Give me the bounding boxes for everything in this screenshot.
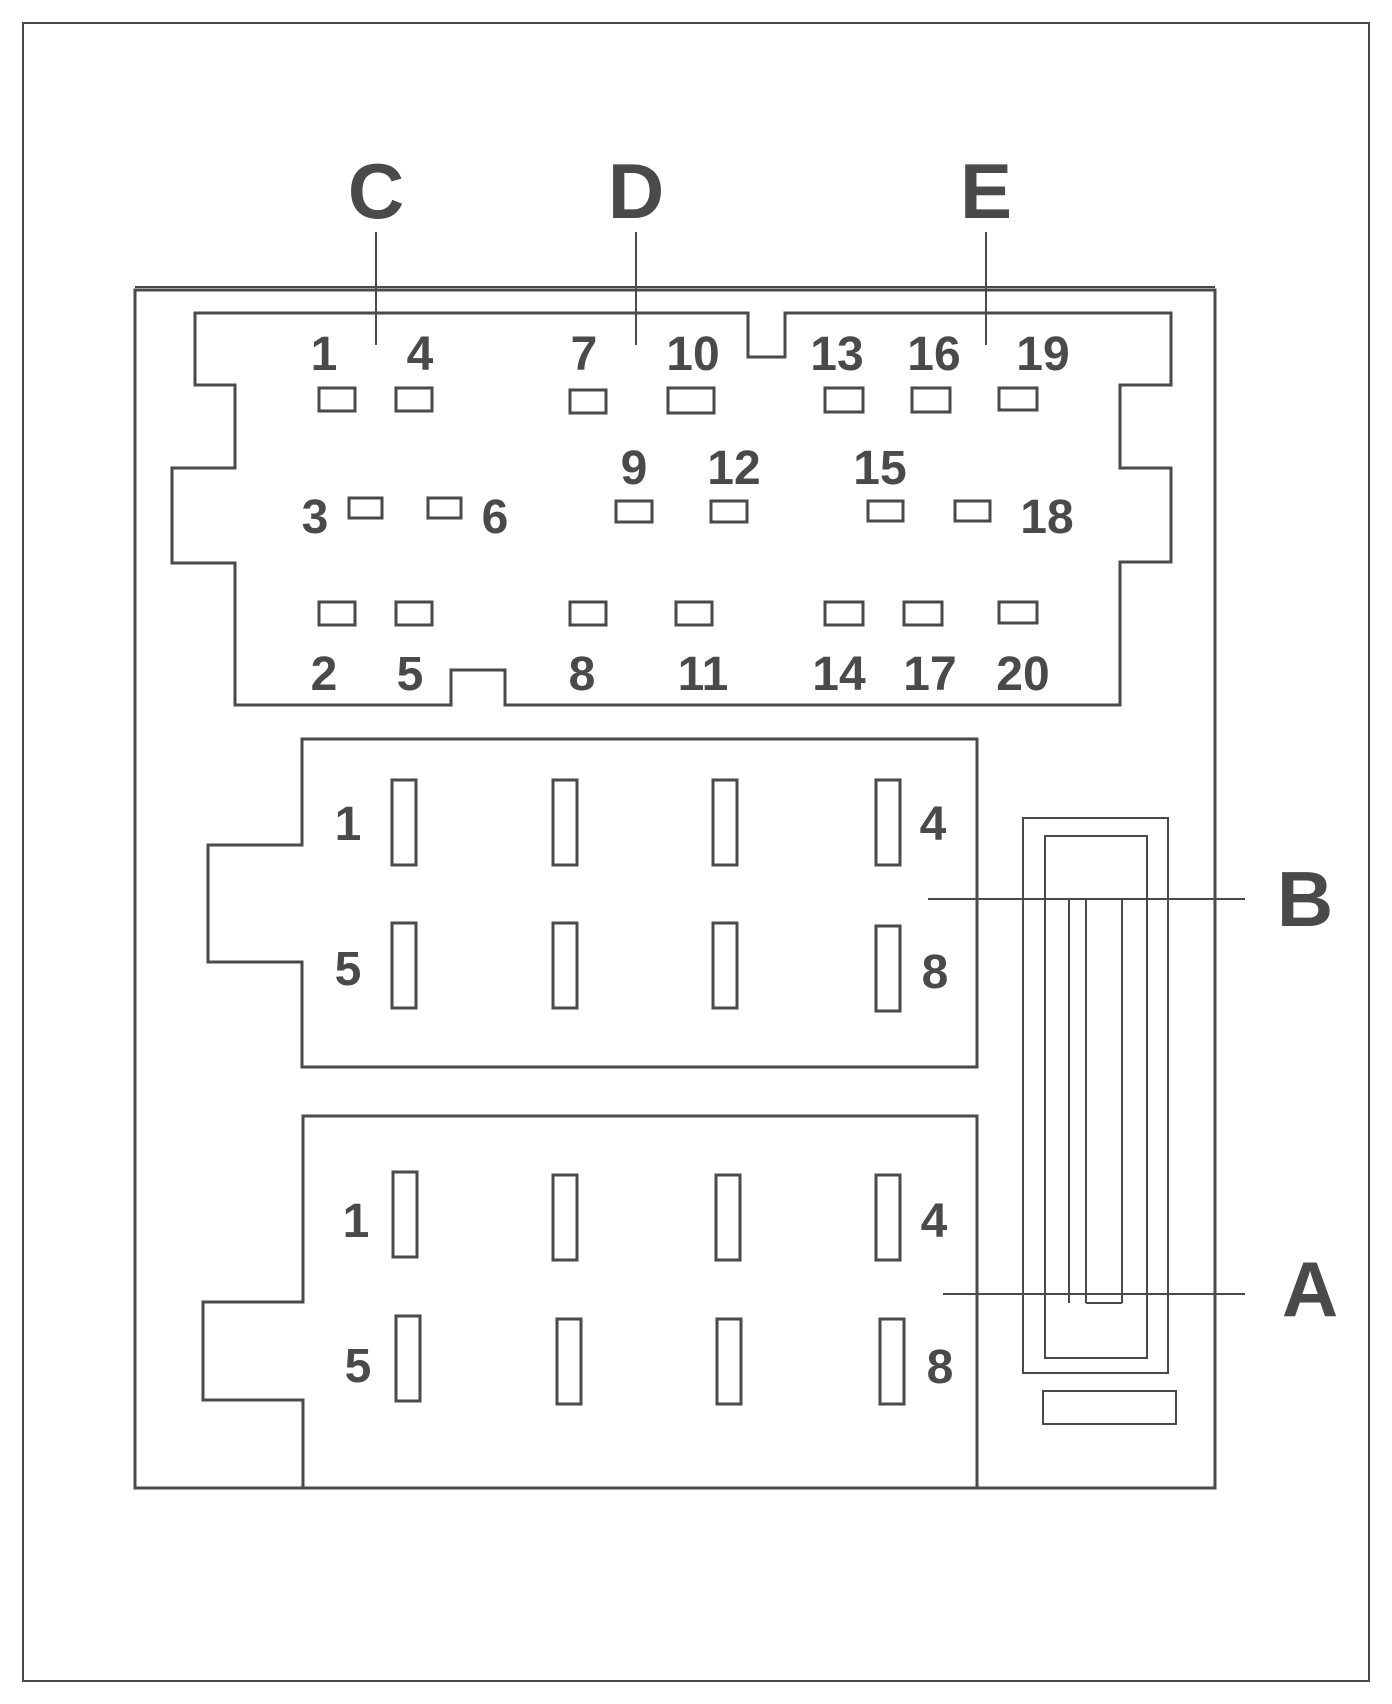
connector-a-pin-3 — [714, 1173, 742, 1262]
pin-label-19: 19 — [1016, 328, 1069, 381]
top-connector-housing — [170, 311, 1173, 707]
pin-label-6: 6 — [482, 491, 509, 544]
pin-7 — [568, 388, 608, 415]
section-label-b: B — [1277, 855, 1333, 943]
pin-3 — [347, 496, 384, 520]
connector-b-label-4: 4 — [920, 798, 947, 851]
connector-a-pin-2 — [551, 1173, 579, 1262]
outer-housing — [133, 288, 1217, 1490]
connector-a-housing — [201, 1114, 979, 1490]
connector-b-pin-8 — [874, 924, 902, 1013]
section-label-a: A — [1282, 1245, 1338, 1333]
connector-a-pin-6 — [555, 1317, 583, 1406]
pin-8 — [568, 600, 608, 627]
pin-label-3: 3 — [302, 491, 329, 544]
pin-19 — [997, 386, 1039, 412]
pin-label-5: 5 — [397, 648, 424, 701]
top-connector-pins — [317, 386, 1039, 627]
pin-16 — [910, 386, 952, 414]
pin-label-8: 8 — [569, 648, 596, 701]
connector-a-label-5: 5 — [345, 1340, 372, 1393]
pin-label-9: 9 — [621, 442, 648, 495]
pin-17 — [902, 600, 944, 627]
pin-13 — [823, 386, 865, 414]
pin-1 — [317, 386, 357, 413]
pin-5 — [394, 600, 434, 627]
pin-4 — [394, 386, 434, 413]
pin-20 — [997, 600, 1039, 625]
pin-12 — [709, 499, 749, 524]
connector-a-pin-4 — [874, 1173, 902, 1262]
latch-tab — [1042, 1390, 1177, 1425]
connector-b-housing — [206, 737, 979, 1069]
pin-11 — [674, 600, 714, 627]
pin-label-2: 2 — [311, 648, 338, 701]
pin-label-16: 16 — [907, 328, 960, 381]
section-label-d: D — [608, 147, 664, 235]
connector-b-pin-1 — [390, 778, 418, 867]
pin-label-12: 12 — [707, 442, 760, 495]
connector-b-pin-7 — [711, 921, 739, 1010]
connector-b-label-8: 8 — [922, 946, 949, 999]
connector-b-label-5: 5 — [335, 943, 362, 996]
pin-6 — [426, 496, 463, 520]
pin-label-14: 14 — [812, 648, 866, 701]
pin-label-4: 4 — [407, 328, 434, 381]
connector-a-pin-8 — [878, 1317, 906, 1406]
connector-b-pin-3 — [711, 778, 739, 867]
pin-18 — [953, 499, 992, 523]
pin-label-15: 15 — [853, 442, 906, 495]
connector-a-pin-1 — [391, 1170, 419, 1259]
connector-b-pin-4 — [874, 778, 902, 867]
connector-a-pins — [391, 1170, 906, 1406]
pin-label-7: 7 — [571, 328, 598, 381]
latch-clip — [1022, 817, 1177, 1425]
connector-b-pins — [390, 778, 902, 1013]
connector-a-label-1: 1 — [343, 1195, 370, 1248]
pin-15 — [866, 499, 905, 523]
connector-b-label-1: 1 — [335, 798, 362, 851]
connector-a-label-8: 8 — [927, 1341, 954, 1394]
section-label-c: C — [348, 147, 404, 235]
pin-label-17: 17 — [903, 648, 956, 701]
pin-label-18: 18 — [1020, 491, 1073, 544]
connector-b-pin-6 — [551, 921, 579, 1010]
pin-label-11: 11 — [678, 648, 729, 701]
connector-b-pin-2 — [551, 778, 579, 867]
pin-9 — [614, 499, 654, 524]
pin-label-20: 20 — [996, 648, 1049, 701]
pin-label-10: 10 — [666, 328, 719, 381]
page-frame — [22, 22, 1370, 1682]
connector-a-pin-5 — [394, 1314, 422, 1403]
pin-2 — [317, 600, 357, 627]
connector-a-pin-7 — [715, 1317, 743, 1406]
pin-label-13: 13 — [810, 328, 863, 381]
pin-label-1: 1 — [311, 328, 338, 381]
pin-14 — [823, 600, 865, 627]
pin-10 — [666, 386, 716, 415]
connector-b-pin-5 — [390, 921, 418, 1010]
top-connector-pin-labels: 1 4 7 10 13 16 19 3 6 9 12 15 18 2 5 8 1… — [302, 328, 1074, 701]
section-label-e: E — [960, 147, 1012, 235]
connector-a-label-4: 4 — [921, 1195, 948, 1248]
